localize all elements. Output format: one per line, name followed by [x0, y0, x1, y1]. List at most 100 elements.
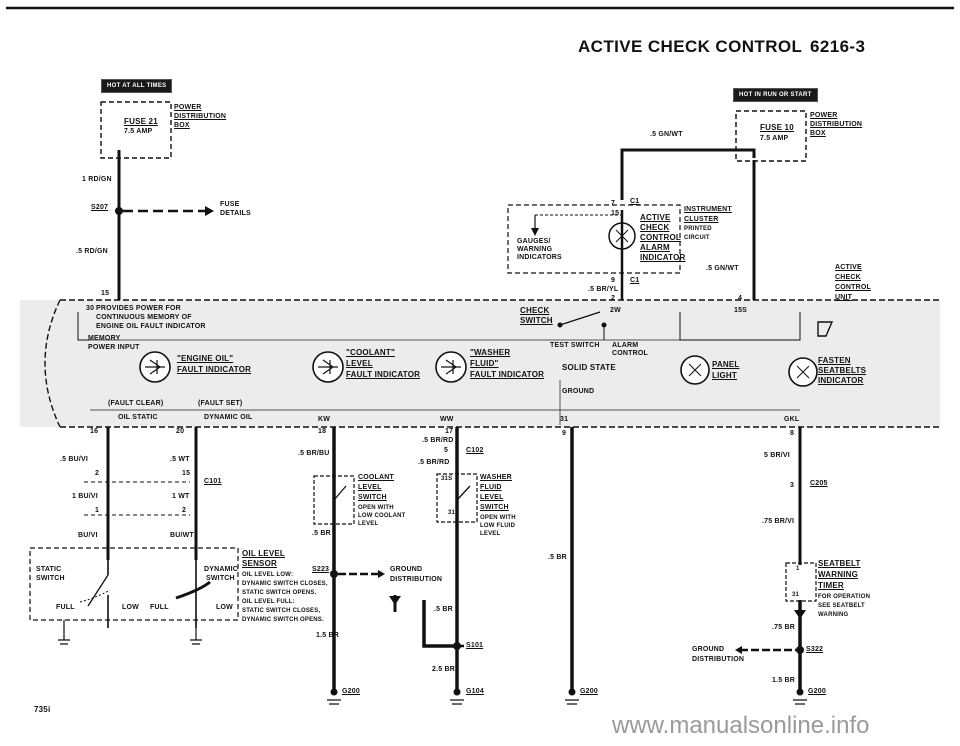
seatbelt-pin-31: 31	[792, 592, 800, 598]
cluster-gauges-3: INDICATORS	[517, 254, 562, 261]
unit-fault-set: (FAULT SET)	[198, 400, 243, 407]
washer-switch-l4: SWITCH	[480, 504, 509, 511]
indicator-engine-oil-2: FAULT INDICATOR	[177, 365, 252, 374]
pin-1: 1	[95, 507, 100, 514]
unit-provides-3: ENGINE OIL FAULT INDICATOR	[96, 323, 206, 330]
splice-s223: S223	[312, 566, 330, 573]
cluster-label-1: INSTRUMENT	[684, 206, 732, 213]
pin-5: 5	[444, 447, 449, 454]
ground-g200-a: G200	[342, 688, 360, 695]
right-fuse-name: FUSE 10	[760, 123, 794, 132]
cluster-active-4: ALARM	[640, 243, 670, 252]
wire-rd-gn-1: 1 RD/GN	[82, 176, 112, 183]
wire-br-5b: .5 BR	[548, 554, 567, 561]
washer-switch-pin-b: 31	[448, 510, 456, 516]
indicator-washer-2: FLUID"	[470, 359, 499, 368]
washer-switch-l3: LEVEL	[480, 494, 504, 501]
left-fuse-name: FUSE 21	[124, 117, 158, 126]
pin-17: 17	[445, 428, 454, 435]
pin-9: 9	[562, 430, 567, 437]
connector-c101: C101	[204, 478, 222, 485]
unit-memory-1: MEMORY	[88, 335, 121, 342]
pin-15-b: 15	[182, 470, 191, 477]
coolant-switch-l2: LEVEL	[358, 484, 382, 491]
unit-fault-clear: (FAULT CLEAR)	[108, 400, 164, 407]
connector-c102: C102	[466, 447, 484, 454]
left-box-label-1: POWER	[174, 104, 202, 111]
left-fuse-rating: 7.5 AMP	[124, 128, 153, 135]
seatbelt-icon	[818, 318, 838, 340]
unit-name-3: CONTROL	[835, 284, 872, 291]
pin-2-c: 2	[611, 295, 616, 302]
unit-alarm-2: CONTROL	[612, 350, 649, 357]
washer-switch-l2: FLUID	[480, 484, 502, 491]
wire-br-rd-2: .5 BR/RD	[418, 459, 450, 466]
badge-hot-at-all-times: HOT AT ALL TIMES	[101, 79, 173, 93]
cluster-label-3: PRINTED	[684, 226, 712, 232]
fuse-details-label-2: DETAILS	[220, 210, 251, 217]
seatbelt-l4: FOR OPERATION	[818, 594, 871, 600]
page-title: ACTIVE CHECK CONTROL	[578, 37, 803, 56]
unit-gkl: GKL	[784, 416, 800, 423]
cluster-label-4: CIRCUIT	[684, 235, 710, 241]
wire-bu-vi-1: 1 BU/VI	[72, 493, 98, 500]
wire-rd-gn-5: .5 RD/GN	[76, 248, 108, 255]
unit-provides-2: CONTINUOUS MEMORY OF	[96, 314, 192, 321]
wire-bu-vi: BU/VI	[78, 532, 98, 539]
indicator-washer-1: "WASHER	[470, 348, 511, 357]
unit-memory-2: POWER INPUT	[88, 344, 140, 351]
pin-30: 30	[86, 305, 95, 312]
oil-dynamic-label: DYNAMIC	[204, 566, 239, 573]
oil-low-left: LOW	[122, 604, 139, 611]
oil-full-right: FULL	[150, 604, 169, 611]
unit-name-1: ACTIVE	[835, 264, 862, 271]
right-fuse-rating: 7.5 AMP	[760, 135, 789, 142]
oil-sensor-l8: DYNAMIC SWITCH OPENS.	[242, 617, 324, 623]
indicator-fasten-2: SEATBELTS	[818, 366, 867, 375]
coolant-switch-l3: SWITCH	[358, 494, 387, 501]
indicator-coolant-1: "COOLANT"	[346, 348, 395, 357]
unit-solid-state: SOLID STATE	[562, 363, 616, 372]
badge-hot-in-run-or-start: HOT IN RUN OR START	[733, 88, 818, 102]
pin-16: 16	[90, 428, 99, 435]
cluster-active-3: CONTROL	[640, 233, 681, 242]
fuse-details-label-1: FUSE	[220, 201, 240, 208]
wire-br-vi-75: .75 BR/VI	[762, 518, 795, 525]
oil-full-left: FULL	[56, 604, 75, 611]
cluster-active-1: ACTIVE	[640, 213, 671, 222]
model-label: 735i	[34, 705, 51, 714]
page-number: 6216-3	[810, 37, 866, 56]
left-box-label-3: BOX	[174, 122, 190, 129]
washer-switch-l7: LEVEL	[480, 531, 501, 537]
cluster-label-2: CLUSTER	[684, 216, 719, 223]
splice-s207: S207	[91, 204, 109, 211]
wire-br-vi-5: 5 BR/VI	[764, 452, 790, 459]
oil-sensor-l4: DYNAMIC SWITCH CLOSES,	[242, 581, 328, 587]
washer-switch-l5: OPEN WITH	[480, 515, 516, 521]
indicator-engine-oil-1: "ENGINE OIL"	[177, 354, 234, 363]
unit-kw: KW	[318, 416, 331, 423]
ground-dist-right-2: DISTRIBUTION	[692, 656, 745, 663]
connector-c1-bottom: C1	[630, 277, 640, 284]
wire-br-5c: .5 BR	[434, 606, 453, 613]
wire-br-15: 1.5 BR	[316, 632, 339, 639]
seatbelt-l3: TIMER	[818, 581, 844, 590]
pin-15-c: 15	[611, 210, 620, 217]
unit-alarm-1: ALARM	[612, 342, 639, 349]
pin-8: 8	[790, 430, 795, 437]
unit-ground: GROUND	[562, 388, 595, 395]
splice-s101: S101	[466, 642, 484, 649]
coolant-switch-l1: COOLANT	[358, 474, 395, 481]
indicator-fasten-1: FASTEN	[818, 356, 851, 365]
ground-g200-c: G200	[808, 688, 826, 695]
wire-gn-wt-top: .5 GN/WT	[650, 131, 683, 138]
connector-c1-top: C1	[630, 198, 640, 205]
connector-c205: C205	[810, 480, 828, 487]
wire-br-15b: 1.5 BR	[772, 677, 795, 684]
splice-s322: S322	[806, 646, 824, 653]
ground-g200-b: G200	[580, 688, 598, 695]
wire-br-5a: .5 BR	[312, 530, 331, 537]
wire-wt-1: 1 WT	[172, 493, 190, 500]
unit-name-2: CHECK	[835, 274, 861, 281]
